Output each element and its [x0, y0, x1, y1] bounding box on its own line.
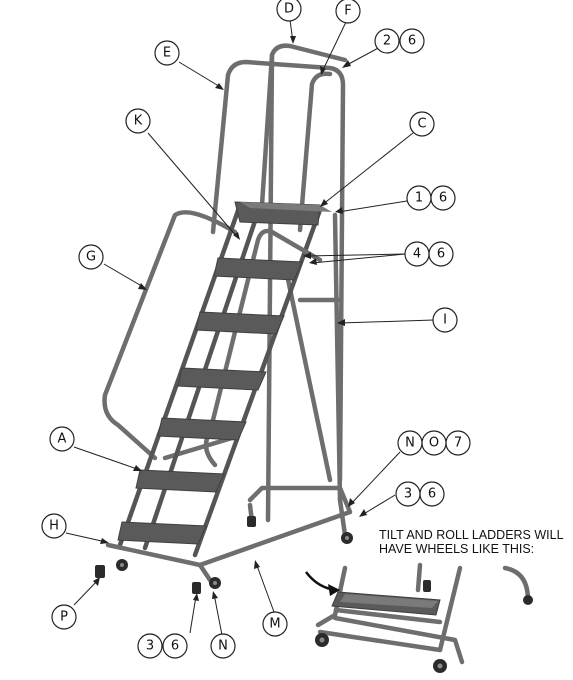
callout-3-bottom: 3 [137, 633, 163, 659]
callout-c: C [409, 111, 435, 137]
callout-6-bottom: 6 [162, 633, 188, 659]
callout-n-bottom: N [210, 633, 236, 659]
callout-m: M [262, 611, 288, 637]
svg-text:6: 6 [437, 247, 445, 262]
svg-text:P: P [60, 610, 68, 625]
callout-6-top: 6 [399, 28, 425, 54]
tilt-and-roll-note: TILT AND ROLL LADDERS WILL HAVE WHEELS L… [379, 528, 564, 556]
callout-i: I [432, 307, 458, 333]
callout-e: E [154, 40, 180, 66]
svg-text:A: A [58, 432, 67, 447]
callout-h: H [41, 513, 67, 539]
ladder-illustration [95, 43, 353, 594]
callout-n-right: N [397, 430, 423, 456]
svg-text:H: H [49, 519, 59, 534]
svg-text:6: 6 [171, 639, 179, 654]
callout-f: F [335, 0, 361, 24]
svg-text:3: 3 [146, 639, 154, 654]
callout-6-mid: 6 [428, 241, 454, 267]
svg-text:O: O [429, 436, 439, 451]
svg-text:N: N [405, 436, 415, 451]
svg-text:3: 3 [404, 487, 412, 502]
svg-text:1: 1 [415, 191, 423, 206]
svg-text:6: 6 [408, 34, 416, 49]
callout-3-right: 3 [395, 481, 421, 507]
svg-text:C: C [417, 117, 426, 132]
wheel-detail-inset [305, 562, 533, 673]
svg-text:2: 2 [383, 34, 391, 49]
callout-d: D [276, 0, 302, 22]
svg-text:4: 4 [413, 247, 421, 262]
svg-text:F: F [344, 4, 351, 19]
svg-text:I: I [443, 313, 447, 328]
svg-text:G: G [86, 250, 96, 265]
svg-text:E: E [163, 46, 171, 61]
svg-text:6: 6 [428, 487, 436, 502]
callout-6-platform: 6 [430, 185, 456, 211]
callout-7: 7 [445, 430, 471, 456]
callout-2: 2 [374, 28, 400, 54]
callout-p: P [51, 604, 77, 630]
leader-lines [65, 19, 435, 636]
svg-text:M: M [269, 617, 280, 632]
svg-text:D: D [284, 2, 294, 17]
callout-a: A [49, 426, 75, 452]
callout-1: 1 [406, 185, 432, 211]
callout-o: O [421, 430, 447, 456]
callout-g: G [78, 244, 104, 270]
callout-k: K [125, 108, 151, 134]
svg-text:6: 6 [439, 191, 447, 206]
svg-text:N: N [218, 639, 228, 654]
svg-text:7: 7 [454, 436, 462, 451]
callout-4: 4 [404, 241, 430, 267]
callout-6-right: 6 [419, 481, 445, 507]
svg-text:K: K [134, 114, 143, 129]
